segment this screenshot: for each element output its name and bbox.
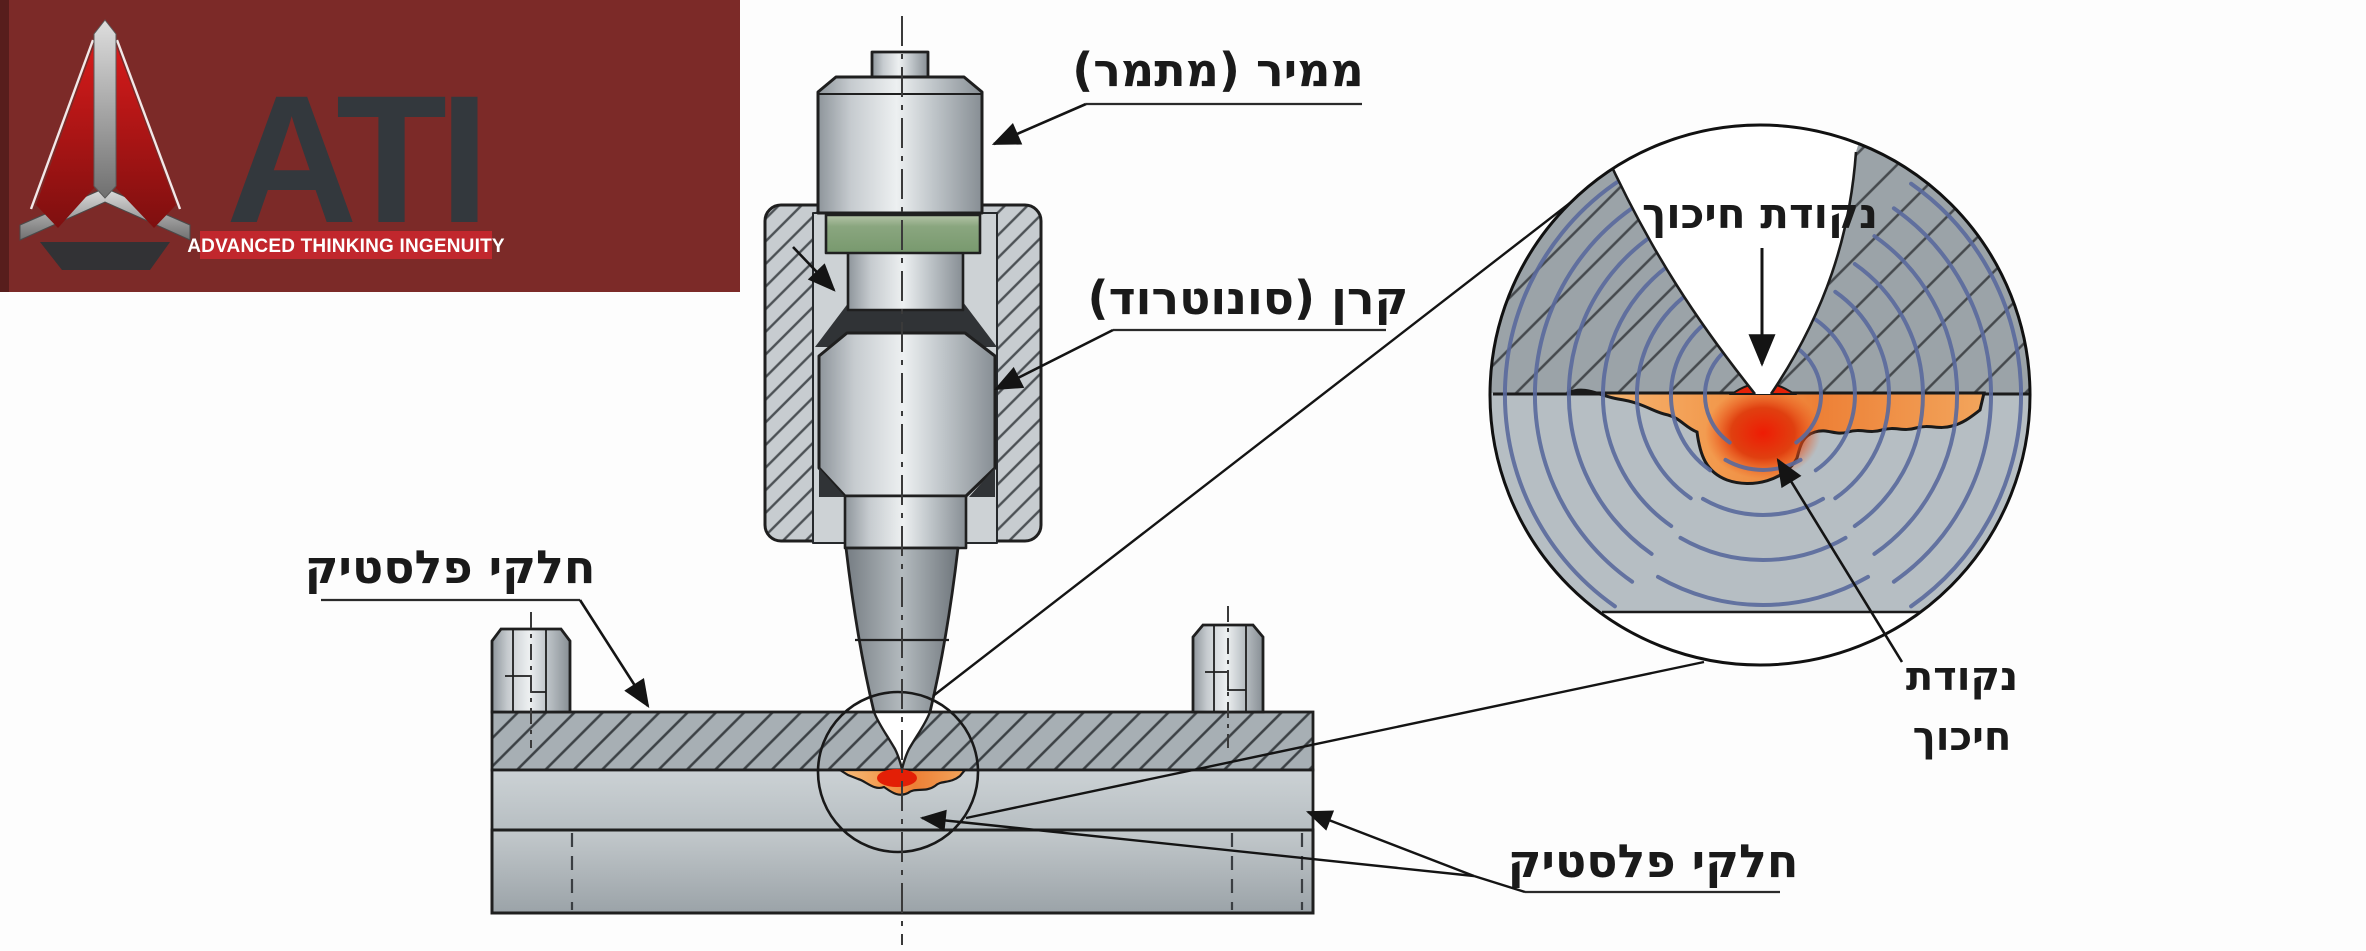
friction-side-label-line1: נקודת xyxy=(1906,654,2018,700)
converter-label: ממיר (מתמר) xyxy=(1072,43,1364,97)
plastic-parts-bottom-label: חלקי פלסטיק xyxy=(1508,834,1799,888)
friction-detail-view: נקודת חיכוך xyxy=(1488,123,2032,667)
booster-pointer-arrow xyxy=(792,246,836,292)
hidden-edge-lines xyxy=(570,833,1304,910)
horn-label: קרן (סונוטרוד) xyxy=(1088,271,1409,325)
logo-tagline-text: ADVANCED THINKING INGENUITY xyxy=(187,236,505,257)
logo-brand-text: ATI xyxy=(226,57,482,261)
plastic-left-leader-arrow xyxy=(578,599,650,708)
detail-connector-upper xyxy=(932,202,1571,697)
converter-leader-arrow xyxy=(991,102,1087,146)
funnel-right-edge xyxy=(1769,151,1858,395)
weld-zone-circle xyxy=(816,690,980,854)
welder-assembly xyxy=(763,50,1043,714)
plastic-bottom-leader-arrow-2 xyxy=(919,809,1475,878)
callouts: ממיר (מתמר) קרן (סונוטרוד) חלקי פלסטיק נ… xyxy=(305,43,2018,894)
callout-friction-side: נקודת חיכוך xyxy=(1776,458,2018,760)
friction-side-leader-arrow xyxy=(1776,458,1904,663)
logo-left-edge xyxy=(0,0,9,292)
callout-plastic-bottom: חלקי פלסטיק xyxy=(919,809,1799,894)
friction-point-detail-label: נקודת חיכוך xyxy=(1642,189,1878,238)
friction-side-label-line2: חיכוך xyxy=(1913,714,2012,760)
plastic-parts-left-label: חלקי פלסטיק xyxy=(305,540,596,594)
clamp-bolt-left xyxy=(490,612,572,748)
ati-logo: ATI ADVANCED THINKING INGENUITY xyxy=(0,0,740,292)
horn-leader-arrow xyxy=(993,328,1114,391)
plastic-bottom-leader-stem xyxy=(1473,874,1526,894)
barrel-chamfer-shadow-right xyxy=(969,468,995,497)
horn-barrel xyxy=(817,331,997,498)
funnel-left-edge xyxy=(1602,149,1757,395)
callout-plastic-left: חלקי פלסטיק xyxy=(305,540,650,708)
detail-circle-outline xyxy=(1488,123,2032,667)
ati-triangle-icon xyxy=(19,19,191,270)
vibration-waves xyxy=(1502,150,2023,609)
logo-banner xyxy=(200,231,492,259)
detail-connector-lower xyxy=(965,660,1705,820)
callout-horn: קרן (סונוטרוד) xyxy=(993,271,1409,391)
detail-horn-tip-gap xyxy=(1580,125,1878,394)
horn-lower-neck xyxy=(843,494,968,550)
clamp-bolt-right xyxy=(1191,606,1265,748)
barrel-chamfer-shadow-left xyxy=(819,468,845,497)
converter-body xyxy=(816,75,984,215)
horn-upper-neck xyxy=(846,250,965,312)
callout-converter: ממיר (מתמר) xyxy=(991,43,1364,146)
plastic-bottom-leader-arrow-1 xyxy=(1305,810,1475,878)
